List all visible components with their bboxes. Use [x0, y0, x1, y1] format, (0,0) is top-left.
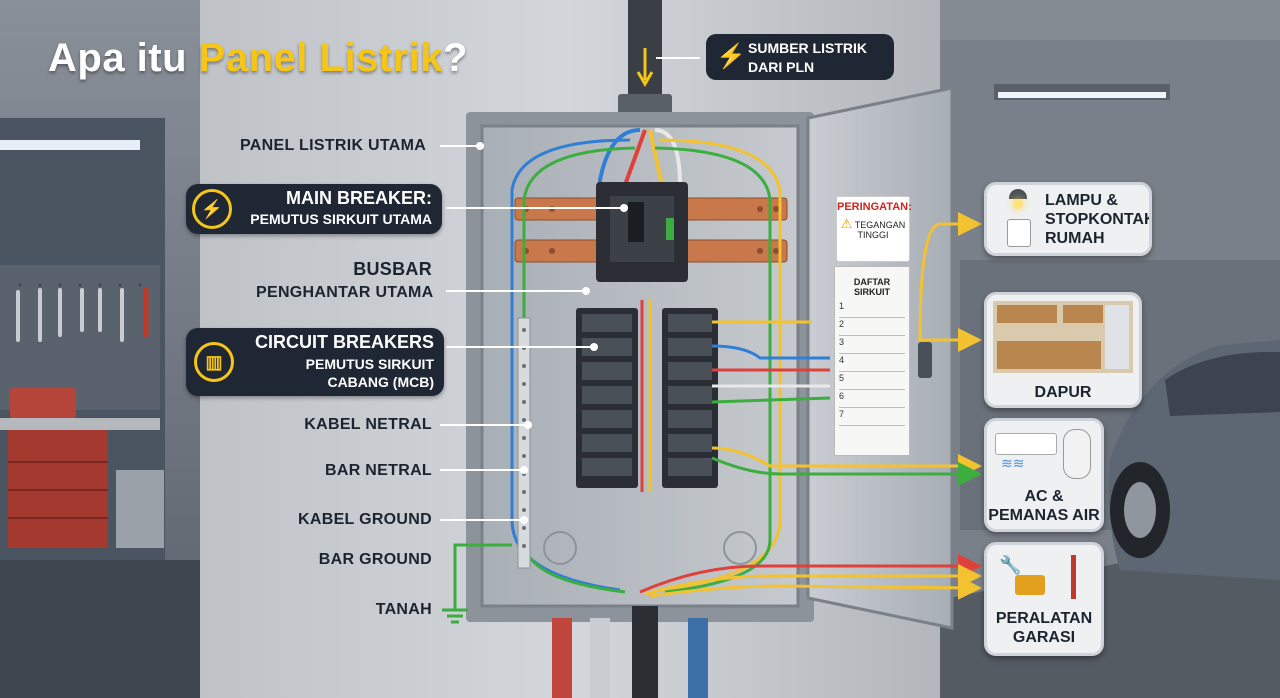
card-garasi-line1: PERALATAN [995, 610, 1093, 627]
breaker-icon: ⚡ [192, 189, 232, 229]
card-garasi-line2: GARASI [1012, 629, 1076, 646]
mcb-icon: ▥ [194, 342, 234, 382]
label-main-breaker: ⚡ MAIN BREAKER: PEMUTUS SIRKUIT UTAMA [186, 184, 442, 234]
card-ac-line2: PEMANAS AIR [988, 507, 1100, 524]
card-ac-text: AC & PEMANAS AIR [987, 487, 1101, 525]
card-garasi-text: PERALATAN GARASI [987, 609, 1101, 647]
wrench-icon: 🔧 [999, 555, 1022, 575]
label-circuit-breakers: ▥ CIRCUIT BREAKERS PEMUTUS SIRKUIT CABAN… [186, 328, 444, 396]
source-line2: DARI PLN [748, 59, 815, 75]
card-lampu-line2: STOPKONTAK [1045, 211, 1152, 228]
directory-row: 7 [839, 409, 905, 426]
water-heater-icon [1063, 429, 1091, 479]
toolbox-icon [1015, 575, 1045, 595]
circuit-directory: DAFTAR SIRKUIT 1 2 3 4 5 6 7 [834, 266, 910, 456]
label-busbar-sub: PENGHANTAR UTAMA [256, 284, 434, 301]
label-bar-netral: BAR NETRAL [325, 462, 432, 479]
label-busbar: BUSBAR [353, 259, 432, 279]
main-breaker-sub: PEMUTUS SIRKUIT UTAMA [250, 211, 432, 227]
page-title: Apa itu Panel Listrik? [48, 36, 468, 81]
warning-icon: ⚠ [840, 216, 853, 231]
screwdriver-icon [1071, 555, 1076, 599]
warning-line2: TINGGI [857, 230, 889, 240]
directory-row: 3 [839, 337, 905, 354]
lightning-icon: ⚡ [716, 43, 746, 70]
outlet-icon [1007, 219, 1031, 247]
card-lampu-stopkontak: LAMPU & STOPKONTAK RUMAH [984, 182, 1152, 256]
main-breaker-title: MAIN BREAKER: [286, 188, 432, 208]
card-ac-pemanas: ≋≋ AC & PEMANAS AIR [984, 418, 1104, 532]
lamp-icon [1001, 189, 1035, 211]
directory-row: 6 [839, 391, 905, 408]
label-kabel-netral: KABEL NETRAL [304, 416, 432, 433]
ac-icon [995, 433, 1057, 455]
directory-row: 4 [839, 355, 905, 372]
label-kabel-ground: KABEL GROUND [298, 511, 432, 528]
kitchen-icon [993, 301, 1133, 373]
title-prefix: Apa itu [48, 36, 199, 80]
title-suffix: ? [443, 36, 468, 80]
cb-sub1: PEMUTUS SIRKUIT [305, 356, 434, 372]
card-dapur: DAPUR [984, 292, 1142, 408]
wave-icon: ≋≋ [1001, 455, 1025, 471]
directory-row: 1 [839, 301, 905, 318]
card-peralatan-garasi: 🔧 PERALATAN GARASI [984, 542, 1104, 656]
directory-row: 5 [839, 373, 905, 390]
directory-row: 2 [839, 319, 905, 336]
card-ac-line1: AC & [1024, 488, 1064, 505]
cb-title: CIRCUIT BREAKERS [254, 332, 434, 352]
warning-sign: PERINGATAN: ⚠ TEGANGAN TINGGI [836, 196, 912, 262]
source-line1: SUMBER LISTRIK [748, 40, 867, 56]
directory-title: DAFTAR SIRKUIT [853, 277, 891, 297]
card-dapur-text: DAPUR [1034, 384, 1092, 401]
card-lampu-text: LAMPU & STOPKONTAK RUMAH [1045, 191, 1149, 248]
label-panel-utama: PANEL LISTRIK UTAMA [240, 137, 427, 154]
card-lampu-line3: RUMAH [1045, 230, 1105, 247]
title-highlight: Panel Listrik [198, 36, 444, 80]
source-label: ⚡ SUMBER LISTRIK DARI PLN [706, 34, 894, 80]
warning-text: ⚠ TEGANGAN TINGGI [837, 216, 909, 240]
label-bar-ground: BAR GROUND [318, 551, 432, 568]
warning-line1: TEGANGAN [854, 220, 906, 230]
card-lampu-line1: LAMPU & [1045, 192, 1118, 209]
label-tanah: TANAH [375, 601, 432, 618]
cb-sub2: CABANG (MCB) [327, 374, 434, 390]
warning-title: PERINGATAN: [837, 197, 912, 213]
